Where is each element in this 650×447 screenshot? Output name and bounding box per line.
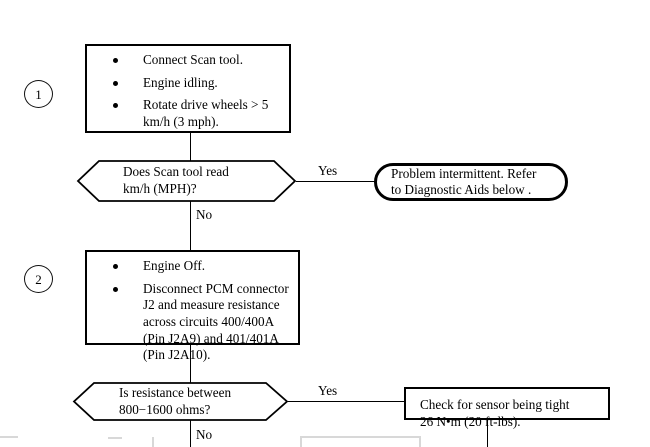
hexagon-shape <box>72 382 289 421</box>
list-item: Engine idling. <box>97 75 281 92</box>
cut-off-box-lower-left <box>108 437 122 439</box>
decision-1-label: Does Scan tool read km/h (MPH)? <box>123 160 229 202</box>
connector-box2-to-decision2 <box>190 345 191 383</box>
terminator-line-1: Problem intermittent. Refer <box>391 165 537 181</box>
decision-1-line-2: km/h (MPH)? <box>123 181 197 196</box>
step-1-item-1: Engine idling. <box>143 74 218 90</box>
check-sensor-line-1: Check for sensor being tight <box>420 397 570 412</box>
step-1-item-2: Rotate drive wheels > 5 km/h (3 mph). <box>143 97 269 129</box>
terminator-oval-problem-intermittent: Problem intermittent. Refer to Diagnosti… <box>374 163 568 201</box>
bullet-dot-icon <box>113 103 118 109</box>
decision-2-label: Is resistance between 800−1600 ohms? <box>119 382 231 421</box>
connector-box1-to-decision1 <box>190 133 191 161</box>
branch-label-no-2: No <box>196 427 213 442</box>
list-item: Engine Off. <box>97 258 290 275</box>
check-sensor-text: Check for sensor being tight 26 N•m (20 … <box>406 389 608 435</box>
decision-node-1: Does Scan tool read km/h (MPH)? <box>76 160 297 202</box>
bullet-dot-icon <box>113 286 118 292</box>
decision-node-2: Is resistance between 800−1600 ohms? <box>72 382 289 421</box>
step-2-item-1: Disconnect PCM connector J2 and measure … <box>143 280 289 363</box>
check-sensor-line-2: 26 N•m (20 ft-lbs). <box>420 414 521 430</box>
branch-label-no-1: No <box>196 207 213 222</box>
step-number-2-label: 2 <box>35 271 42 287</box>
cut-off-box-far-right-edge <box>419 436 421 447</box>
decision-2-line-1: Is resistance between <box>119 384 232 400</box>
cut-off-box-left <box>0 436 18 438</box>
terminator-line-2: to Diagnostic Aids below . <box>391 182 532 197</box>
list-item: Connect Scan tool. <box>97 52 281 69</box>
decision-1-line-1: Does Scan tool read <box>123 164 229 180</box>
bullet-dot-icon <box>113 58 118 63</box>
connector-decision1-no <box>190 201 191 250</box>
cut-off-box-right-edge <box>300 436 302 447</box>
process-box-step-1: Connect Scan tool. Engine idling. Rotate… <box>85 44 291 133</box>
connector-decision2-no <box>190 420 191 447</box>
connector-check-sensor-down <box>487 420 488 447</box>
step-2-item-0: Engine Off. <box>143 258 206 273</box>
list-item: Rotate drive wheels > 5 km/h (3 mph). <box>97 97 281 130</box>
connector-decision1-yes <box>296 181 376 182</box>
decision-2-line-2: 800−1600 ohms? <box>119 401 211 417</box>
list-item: Disconnect PCM connector J2 and measure … <box>97 281 290 364</box>
process-box-check-sensor: Check for sensor being tight 26 N•m (20 … <box>404 387 610 429</box>
step-number-2: 2 <box>24 265 53 293</box>
step-1-item-0: Connect Scan tool. <box>143 52 243 67</box>
branch-label-yes-2: Yes <box>318 383 338 398</box>
hexagon-shape <box>76 160 297 202</box>
process-box-step-2: Engine Off. Disconnect PCM connector J2 … <box>85 250 300 362</box>
bullet-dot-icon <box>113 264 118 269</box>
step-2-bullet-list: Engine Off. Disconnect PCM connector J2 … <box>87 252 298 368</box>
branch-label-yes-1: Yes <box>318 163 338 178</box>
step-number-1: 1 <box>24 80 53 108</box>
cut-off-box-center <box>152 437 154 447</box>
cut-off-box-right-top <box>300 436 420 438</box>
step-number-1-label: 1 <box>35 86 42 102</box>
step-1-bullet-list: Connect Scan tool. Engine idling. Rotate… <box>87 46 289 135</box>
bullet-dot-icon <box>113 80 118 86</box>
connector-decision2-yes <box>288 401 405 402</box>
